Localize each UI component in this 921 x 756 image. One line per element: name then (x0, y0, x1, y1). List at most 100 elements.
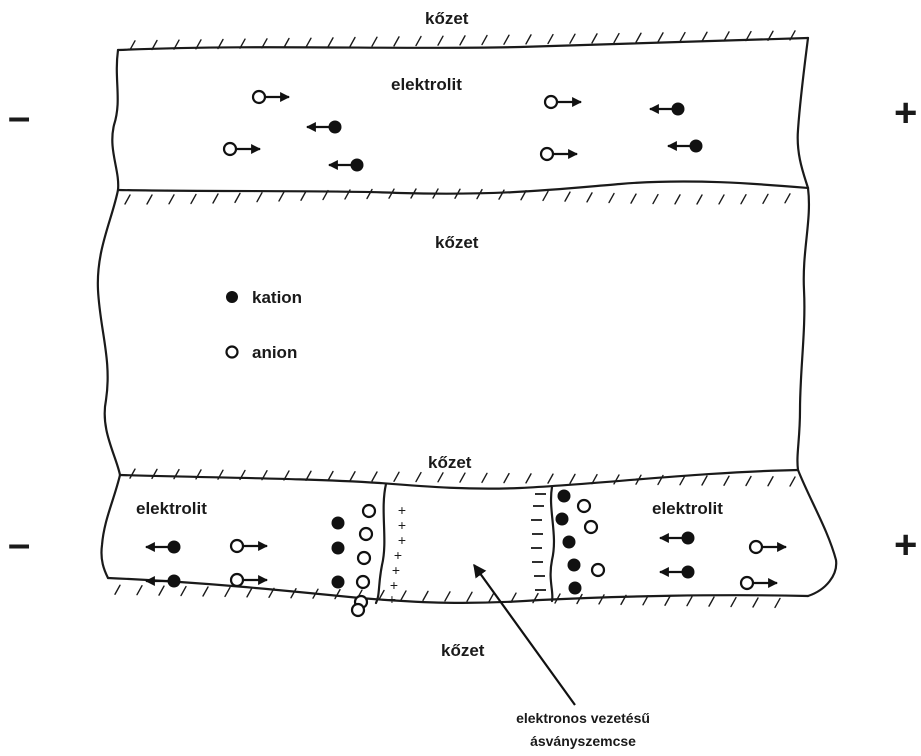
hatch-mark (394, 37, 399, 46)
hatch-mark (775, 598, 780, 607)
legend-cation-icon (226, 291, 238, 303)
grain-left-face (376, 484, 386, 603)
hatch-mark (372, 472, 377, 481)
anion (358, 552, 370, 564)
hatch-mark (445, 592, 450, 601)
hatch-mark (416, 37, 421, 46)
positive-charge: + (398, 532, 406, 548)
hatch-mark (350, 38, 355, 47)
hatch-mark (394, 472, 399, 481)
hatch-mark (504, 35, 509, 44)
cation (563, 536, 576, 549)
cation (332, 542, 345, 555)
hatch-mark (565, 192, 570, 201)
anion (224, 143, 260, 155)
hatch-mark (372, 37, 377, 46)
anion (360, 528, 372, 540)
hatch-mark (438, 36, 443, 45)
hatch-mark (785, 194, 790, 203)
hatch-mark (702, 32, 707, 41)
cation (660, 532, 695, 545)
electrode-sign-bottom-left: – (8, 522, 30, 566)
hatch-mark (587, 193, 592, 202)
electrode-sign-bottom-right: + (894, 523, 917, 567)
cation (332, 517, 345, 530)
hatch-mark (291, 589, 296, 598)
hatch-mark (235, 193, 240, 202)
hatch-mark (614, 34, 619, 43)
hatch-mark (753, 598, 758, 607)
hatch-mark (790, 477, 795, 486)
hatch-mark (504, 474, 509, 483)
anion (578, 500, 590, 512)
anion (253, 91, 289, 103)
hatch-mark (257, 193, 262, 202)
hatch-mark (169, 195, 174, 204)
hatch-mark (423, 591, 428, 600)
grain-right-face (551, 487, 554, 601)
hatch-mark (115, 585, 120, 594)
rock-label-middle: kőzet (435, 233, 479, 252)
top-channel-right-edge (798, 38, 808, 188)
hatch-mark (130, 469, 135, 478)
cation (146, 541, 181, 554)
positive-charge: + (398, 502, 406, 518)
ions (146, 91, 786, 616)
hatch-mark (675, 195, 680, 204)
hatch-mark (328, 471, 333, 480)
hatch-mark (489, 593, 494, 602)
middle-rock-right-edge (797, 188, 809, 470)
cation (556, 513, 569, 526)
hatch-mark (709, 597, 714, 606)
top-channel-left-edge (112, 50, 118, 190)
bottom-channel-left-edge (101, 475, 120, 578)
hatch-mark (548, 35, 553, 44)
legend-anion-icon (227, 347, 238, 358)
rock-label-lower-top: kőzet (428, 453, 472, 472)
cation (329, 159, 364, 172)
grain-right-charges (531, 494, 546, 590)
hatch-mark (653, 195, 658, 204)
hatch-mark (350, 472, 355, 481)
hatch-mark (526, 35, 531, 44)
middle-rock-left-edge (98, 190, 120, 475)
electrolyte-label-top: elektrolit (391, 75, 462, 94)
hatch-mark (301, 191, 306, 200)
grain-label-line2: ásványszemcse (530, 733, 636, 749)
cation (146, 575, 181, 588)
hatch-mark (702, 476, 707, 485)
hatch-mark (609, 194, 614, 203)
anion (750, 541, 786, 553)
hatch-mark (724, 476, 729, 485)
hatch-mark (467, 592, 472, 601)
hatch-mark (570, 474, 575, 483)
anion (363, 505, 375, 517)
hatch-mark (460, 36, 465, 45)
grain-label-line1: elektronos vezetésű (516, 710, 650, 726)
cation (660, 566, 695, 579)
hatch-mark (687, 597, 692, 606)
cation (568, 559, 581, 572)
hatch-mark (438, 473, 443, 482)
electrolyte-label-bottom-left: elektrolit (136, 499, 207, 518)
anion (352, 604, 364, 616)
rock-label-bottom: kőzet (441, 641, 485, 660)
hatch-mark (416, 473, 421, 482)
cation (558, 490, 571, 503)
grain-pointer-arrow (474, 565, 575, 705)
cation (569, 582, 582, 595)
positive-charge: + (388, 591, 396, 607)
anion (231, 574, 267, 586)
electrode-sign-top-left: – (8, 95, 30, 139)
hatch-mark (680, 33, 685, 42)
anion (357, 576, 369, 588)
hatch-mark (191, 194, 196, 203)
hatching (115, 31, 795, 608)
hatch-mark (631, 194, 636, 203)
hatch-mark (335, 590, 340, 599)
positive-charge: + (392, 562, 400, 578)
hatch-mark (548, 474, 553, 483)
bottom-channel-right-edge (798, 470, 836, 596)
anion (541, 148, 577, 160)
hatch-mark (460, 473, 465, 482)
